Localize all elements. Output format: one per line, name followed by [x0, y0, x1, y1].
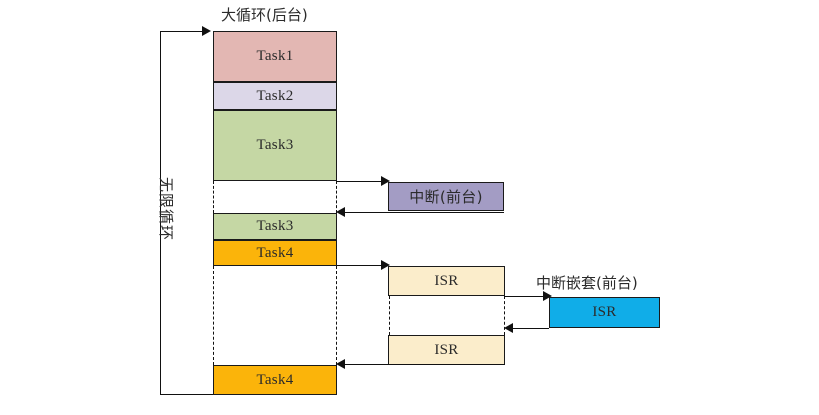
isr-nested-block[interactable]: ISR [549, 297, 660, 328]
exit-nested-isr-arrow-head [504, 323, 513, 333]
task3-resume-block[interactable]: Task3 [213, 213, 337, 240]
exit-isr-arrow-head [336, 359, 345, 369]
task-suspend-dash-right-2 [336, 266, 337, 365]
exit-interrupt-arrow-head [336, 207, 345, 217]
exit-isr-line [344, 364, 505, 365]
enter-nested-isr-arrow-head [543, 291, 552, 301]
loop-vertical-line [160, 31, 161, 395]
task-suspend-dash-left-2 [213, 266, 214, 365]
isr-first-block[interactable]: ISR [388, 266, 505, 296]
loop-return-arrow-head [202, 26, 211, 36]
isr-second-block[interactable]: ISR [388, 335, 505, 365]
main-loop-title: 大循环(后台) [221, 6, 308, 24]
task4-block[interactable]: Task4 [213, 240, 337, 266]
task-suspend-dash-right-1 [336, 181, 337, 213]
loop-bottom-line [160, 394, 213, 395]
task2-block[interactable]: Task2 [213, 82, 337, 110]
isr-suspend-dash-left [389, 296, 390, 335]
enter-interrupt-line [337, 181, 382, 182]
nested-interrupt-title: 中断嵌套(前台) [536, 274, 638, 292]
exit-interrupt-line [344, 212, 504, 213]
exit-nested-isr-line [512, 328, 549, 329]
enter-isr-arrow-head [381, 260, 390, 270]
enter-nested-isr-line [505, 296, 544, 297]
task3-block[interactable]: Task3 [213, 110, 337, 181]
task4-resume-block[interactable]: Task4 [213, 365, 337, 395]
enter-isr-line [337, 265, 382, 266]
task1-block[interactable]: Task1 [213, 31, 337, 82]
task-suspend-dash-left-1 [213, 181, 214, 213]
enter-interrupt-arrow-head [381, 176, 390, 186]
isr-suspend-dash-right [504, 296, 505, 335]
infinite-loop-label: 无限循环 [157, 177, 175, 242]
interrupt-block[interactable]: 中断(前台) [388, 182, 504, 211]
loop-top-line [160, 31, 204, 32]
